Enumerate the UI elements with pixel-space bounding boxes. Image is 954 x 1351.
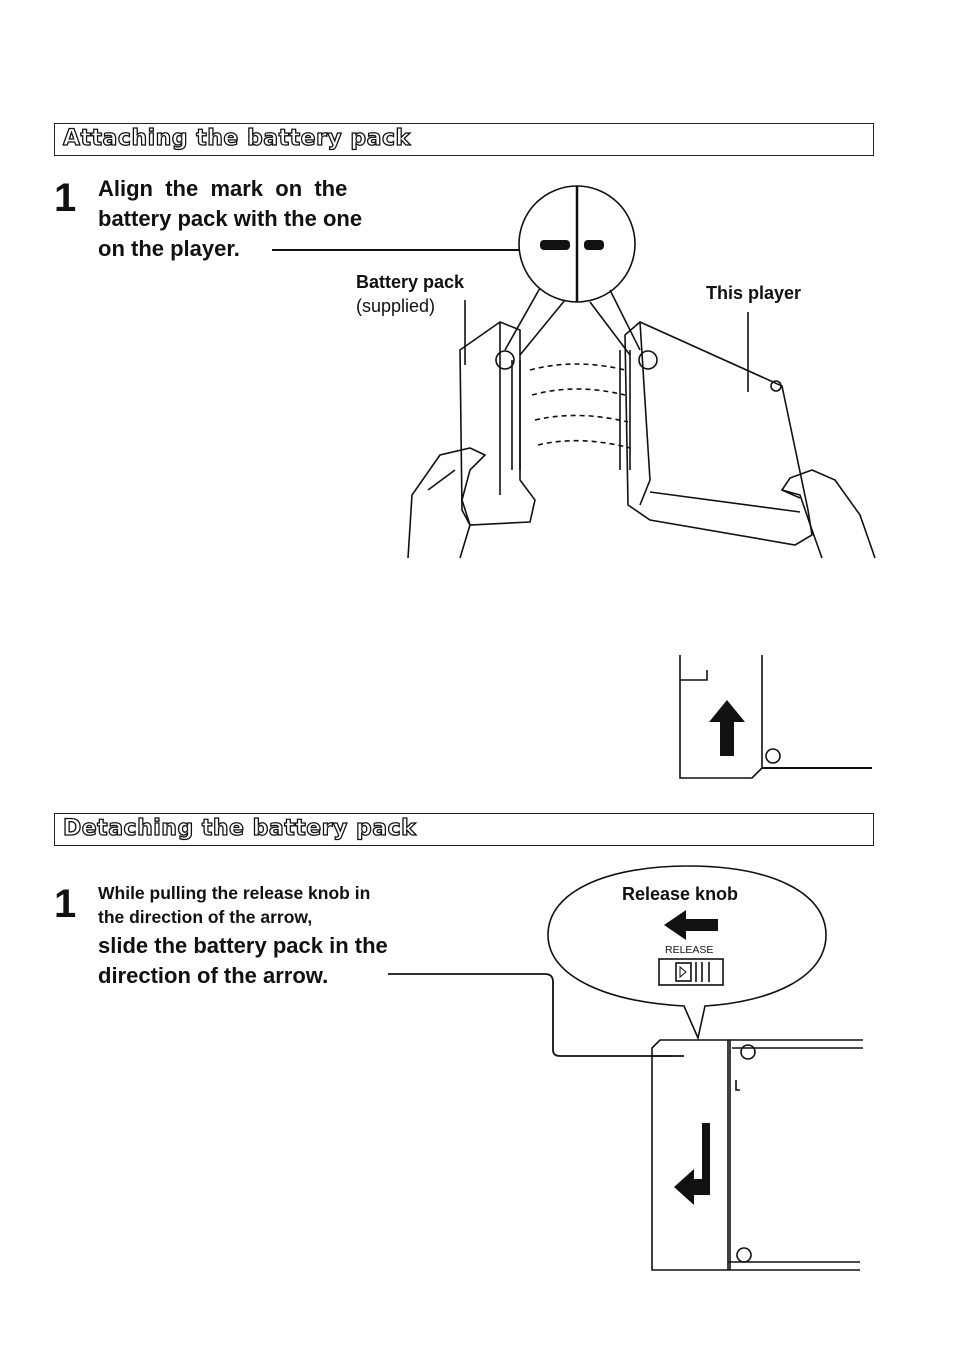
up-arrow-icon [707,698,747,758]
detach-illustration [0,860,954,1280]
detach-section-bar: Detaching the battery pack [54,813,874,846]
attach-slide-illustration [0,640,954,840]
down-left-arrow-icon [672,1123,712,1207]
left-arrow-icon [662,908,720,942]
detach-heading: Detaching the battery pack [63,816,416,841]
release-switch-label: RELEASE [665,944,713,956]
release-knob-label: Release knob [622,884,738,905]
attach-illustration [0,0,954,600]
